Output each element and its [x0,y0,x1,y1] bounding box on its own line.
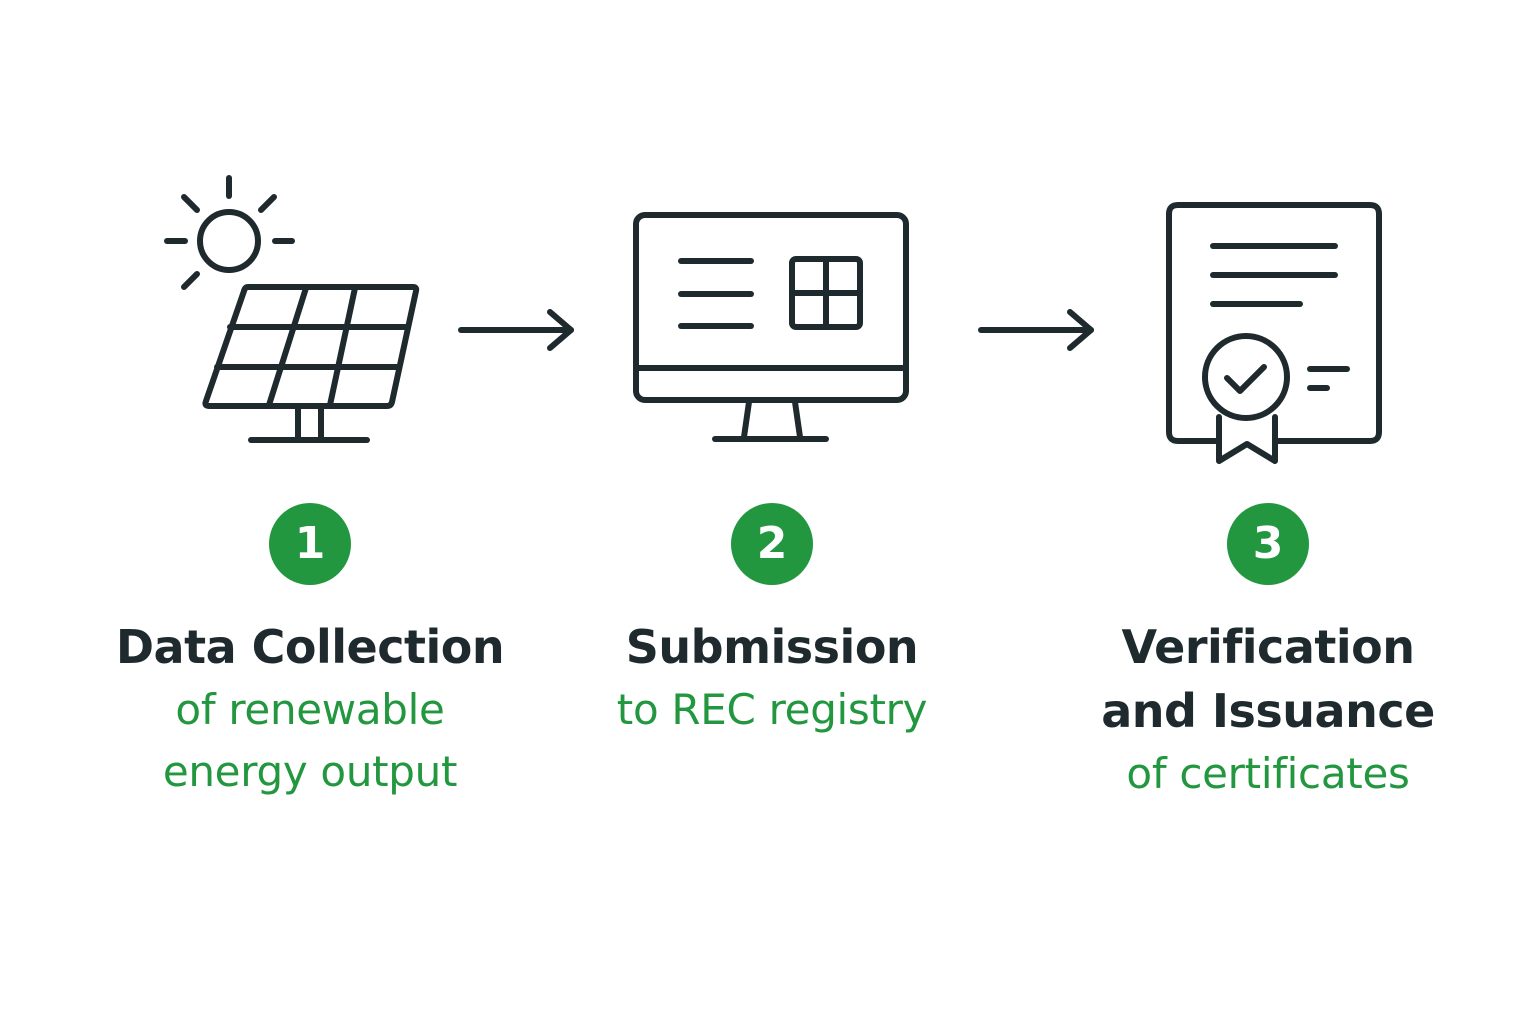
step-subtitle-line: to REC registry [616,685,928,734]
step-subtitle: of certificates [1068,743,1468,805]
step-subtitle-line: of renewable [175,685,445,734]
step-title: Data Collection [110,615,510,679]
step-title: Submission [572,615,972,679]
solar-panel-icon [164,175,420,443]
step-subtitle-line: of certificates [1126,749,1410,798]
step-submission: 2 Submission to REC registry [572,503,972,741]
step-number-badge: 1 [269,503,351,585]
step-verification-issuance: 3 Verification and Issuance of certifica… [1068,503,1468,805]
step-number-badge: 2 [731,503,813,585]
step-title-line: and Issuance [1101,684,1435,738]
step-title-line: Verification [1121,620,1415,674]
step-title-line: Data Collection [115,620,505,674]
step-subtitle: to REC registry [572,679,972,741]
step-data-collection: 1 Data Collection of renewable energy ou… [110,503,510,803]
certificate-icon [1166,202,1382,464]
step-title: Verification and Issuance [1068,615,1468,743]
sun-icon [164,175,295,290]
step-title-line: Submission [625,620,919,674]
computer-monitor-icon [633,212,909,442]
step-subtitle-line: energy output [162,747,458,796]
arrow-right-icon [458,309,574,351]
arrow-right-icon [978,309,1094,351]
step-subtitle: of renewable energy output [110,679,510,803]
step-number-badge: 3 [1227,503,1309,585]
